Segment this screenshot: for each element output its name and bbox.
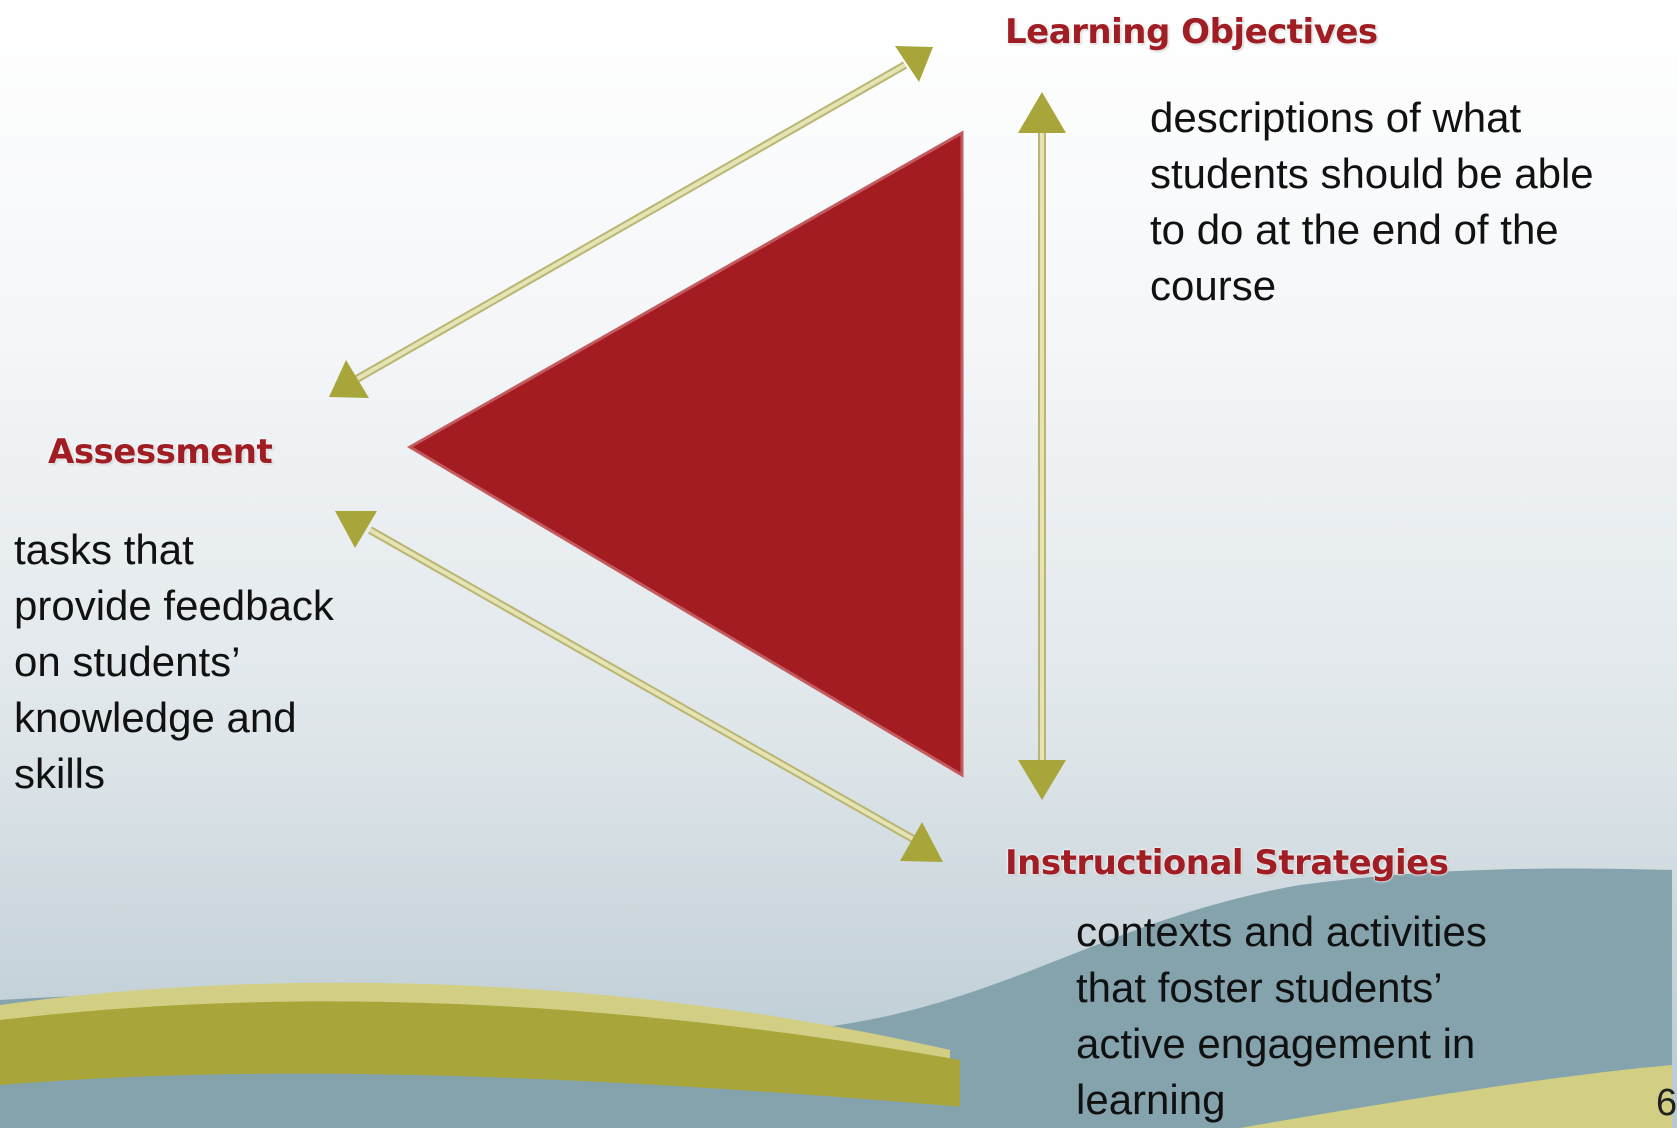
description-line: to do at the end of the	[1150, 206, 1559, 253]
description-line: learning	[1076, 1076, 1226, 1123]
arrow-objectives-strategies	[1018, 92, 1066, 800]
assessment-description: tasks that provide feedback on students’…	[14, 522, 334, 802]
arrow-assessment-strategies	[335, 511, 943, 862]
arrowhead	[1018, 760, 1066, 800]
assessment-heading: Assessment	[48, 432, 273, 472]
arrowhead	[329, 360, 369, 398]
arrowhead	[895, 46, 933, 82]
description-line: provide feedback	[14, 582, 334, 629]
description-line: tasks that	[14, 526, 194, 573]
arrow-assessment-objectives	[329, 46, 933, 398]
slide-page-number: 6	[1656, 1082, 1677, 1124]
center-triangle	[407, 130, 964, 778]
arrowhead	[335, 511, 377, 548]
wave-right-cream	[1240, 1065, 1672, 1128]
description-line: knowledge and	[14, 694, 297, 741]
instructional-strategies-heading: Instructional Strategies	[1005, 843, 1449, 883]
description-line: course	[1150, 262, 1277, 309]
description-line: descriptions of what	[1150, 94, 1522, 141]
arrowhead	[1018, 92, 1066, 133]
instructional-strategies-description: contexts and activities that foster stud…	[1076, 904, 1487, 1128]
description-line: skills	[14, 750, 105, 797]
learning-objectives-description: descriptions of what students should be …	[1150, 90, 1594, 314]
description-line: contexts and activities	[1076, 908, 1487, 955]
arrow-line-highlight	[354, 63, 906, 382]
background-waves	[0, 868, 1672, 1128]
arrowhead	[900, 822, 943, 862]
learning-objectives-heading: Learning Objectives	[1005, 12, 1378, 52]
description-line: on students’	[14, 638, 241, 685]
description-line: active engagement in	[1076, 1020, 1476, 1067]
description-line: that foster students’	[1076, 964, 1443, 1011]
wave-front-slate	[0, 1073, 1000, 1128]
arrow-line-highlight	[369, 528, 916, 842]
description-line: students should be able	[1150, 150, 1594, 197]
